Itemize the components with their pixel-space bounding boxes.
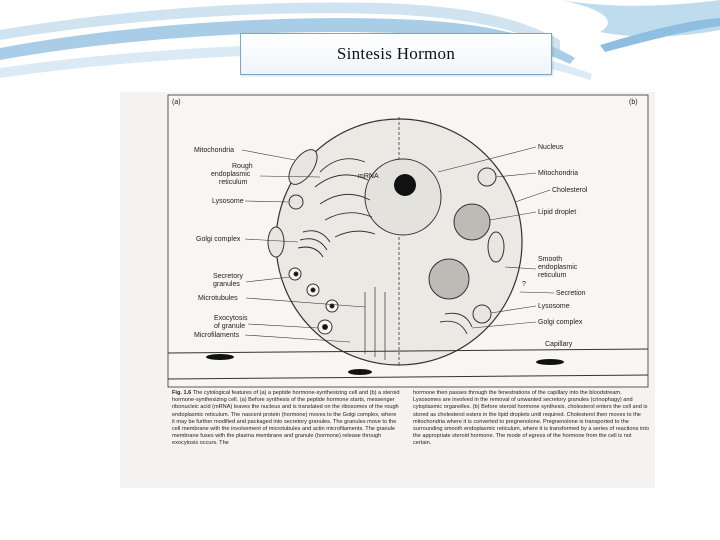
slide-title-box: Sintesis Hormon [240,33,552,75]
caption-left-text: The cytological features of (a) a peptid… [172,390,400,447]
label-cholesterol: Cholesterol [552,187,588,194]
nucleus [364,158,442,236]
lysosome-right [472,304,492,324]
label-secretory-1: Secretory [213,273,243,280]
rough-er [314,158,376,238]
label-nucleus: Nucleus [538,144,564,151]
lipid-droplet-2 [428,258,470,300]
cell-diagram: (a) (b) Mitochondria Rough endoplasmic r… [167,94,649,388]
label-microfilaments: Microfilaments [194,332,240,339]
label-smooth-er-1: Smooth [538,256,562,263]
label-golgi-left: Golgi complex [196,236,241,243]
mitochondrion-right-2 [487,231,505,263]
figure-caption: Fig. 1.6 The cytological features of (a)… [172,390,650,484]
label-mrna: mRNA [358,173,379,180]
mitochondrion-left-1 [288,149,318,185]
label-question: ? [522,281,526,288]
label-secretory-2: granules [213,281,240,288]
panel-b-label: (b) [629,99,638,106]
golgi-right [439,312,473,335]
label-exocytosis-2: of granule [214,323,245,330]
secretory-granules [288,267,339,335]
left-labels: Mitochondria Rough endoplasmic reticulum… [194,147,253,339]
label-microtubules: Microtubules [198,295,238,302]
caption-right: hormone then passes through the fenestra… [413,390,649,447]
label-lipid-droplet: Lipid droplet [538,209,576,216]
left-leader-lines [241,149,366,343]
caption-fig-label: Fig. 1.6 [172,390,192,396]
golgi-left [297,230,331,258]
label-rough-er-2: endoplasmic [211,171,251,178]
capillary [167,348,649,380]
lipid-droplet-1 [453,203,491,241]
label-rough-er-1: Rough [232,163,253,170]
label-lysosome-right: Lysosome [538,303,570,310]
panel-a-label: (a) [172,99,181,106]
microtubules [364,287,386,360]
lysosome-left [288,194,304,210]
label-exocytosis-1: Exocytosis [214,315,248,322]
label-mitochondria-left: Mitochondria [194,147,234,154]
label-smooth-er-3: reticulum [538,272,567,279]
label-secretion: Secretion [556,290,586,297]
mitochondrion-right-1 [477,167,497,187]
mitochondrion-left-2 [267,226,285,258]
caption-left: Fig. 1.6 The cytological features of (a)… [172,390,400,448]
right-leader-lines [437,146,555,329]
right-labels: Nucleus Mitochondria Cholesterol Lipid d… [522,144,588,348]
label-smooth-er-2: endoplasmic [538,264,578,271]
label-capillary: Capillary [545,341,573,348]
label-golgi-right: Golgi complex [538,319,583,326]
cell-diagram-figure: (a) (b) Mitochondria Rough endoplasmic r… [120,92,655,488]
label-rough-er-3: reticulum [219,179,248,186]
nucleolus [394,174,416,196]
slide-title: Sintesis Hormon [336,44,456,63]
label-mitochondria-right: Mitochondria [538,170,578,177]
label-lysosome-left: Lysosome [212,198,244,205]
